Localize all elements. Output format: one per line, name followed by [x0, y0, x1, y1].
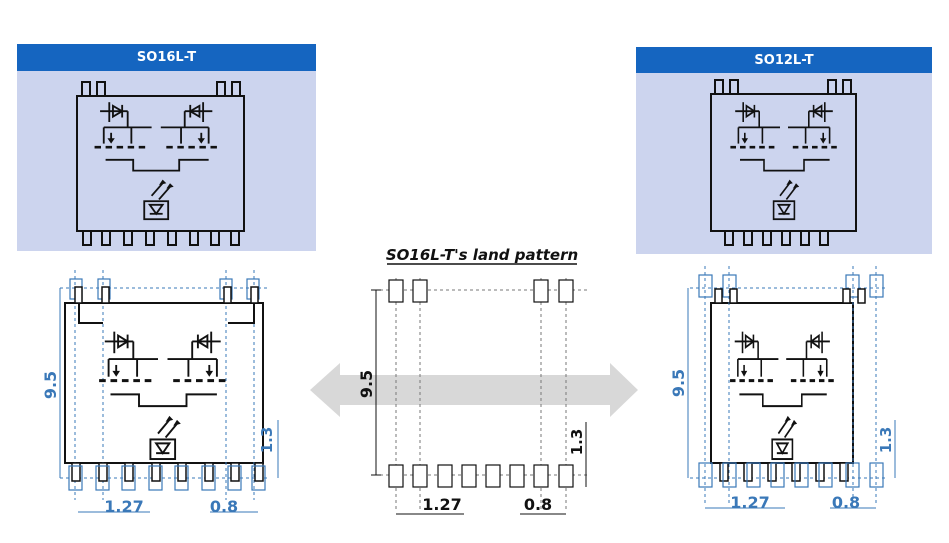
so16l-t-schematic-panel [17, 71, 316, 251]
so12l-t-internal-circuit [729, 100, 839, 221]
right-dim-pitch-label: 1.27 [730, 493, 769, 512]
so16l-t-internal-circuit [93, 100, 220, 221]
land-pattern-dim-pitch-label: 1.27 [422, 495, 461, 514]
land-pattern-drawing [371, 278, 590, 515]
land-pattern-dim-pad-height-label: 1.3 [568, 429, 586, 456]
so16l-t-footprint-drawing [59, 270, 279, 513]
land-pattern-dim-height-label: 9.5 [357, 370, 376, 398]
so12l-t-package-outline [710, 79, 857, 246]
so16l-t-package-outline [76, 81, 245, 246]
so12l-t-schematic-panel [636, 72, 932, 254]
land-pattern-dim-pad-width-label: 0.8 [524, 495, 552, 514]
double-arrow-icon [310, 363, 638, 417]
left-dim-pad-height-label: 1.3 [258, 427, 276, 454]
right-dim-height-label: 9.5 [669, 369, 688, 397]
left-dim-pitch-label: 1.27 [104, 497, 143, 516]
land-pattern-title: SO16L-T's land pattern [386, 246, 578, 264]
left-dim-height-label: 9.5 [41, 371, 60, 399]
so16l-t-header: SO16L-T [17, 44, 316, 71]
right-dim-pad-width-label: 0.8 [832, 493, 860, 512]
left-dim-pad-width-label: 0.8 [210, 497, 238, 516]
right-dim-pad-height-label: 1.3 [877, 427, 895, 454]
so12l-t-header: SO12L-T [636, 47, 932, 73]
so12l-t-footprint-drawing [687, 266, 896, 509]
